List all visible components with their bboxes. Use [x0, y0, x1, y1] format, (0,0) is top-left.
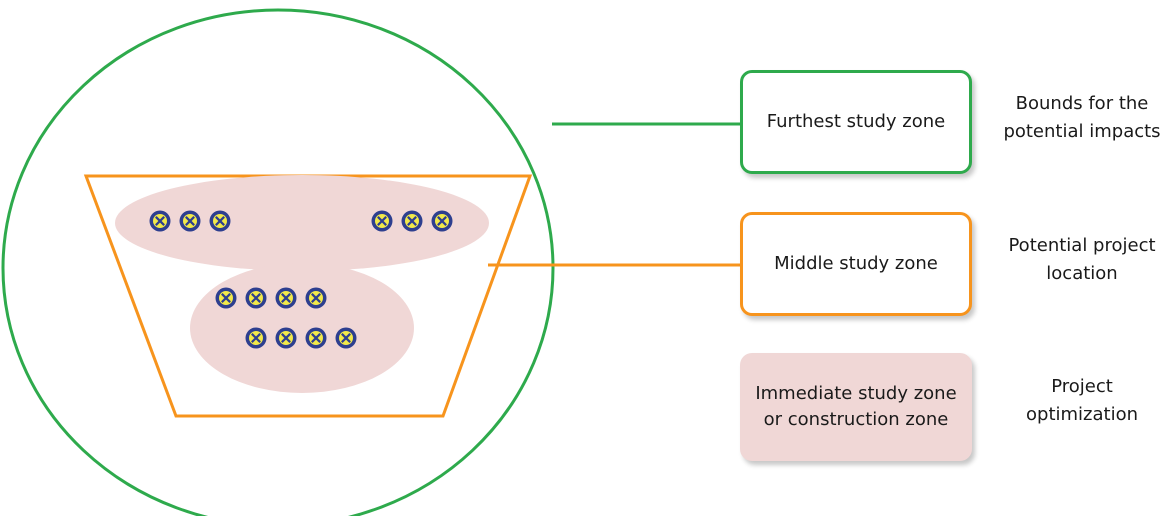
construction-marker [430, 209, 454, 233]
middle-zone-label-box: Middle study zone [740, 212, 972, 316]
construction-marker [304, 326, 328, 350]
construction-marker [208, 209, 232, 233]
construction-marker [304, 286, 328, 310]
middle-zone-label: Middle study zone [774, 252, 938, 274]
construction-marker [244, 326, 268, 350]
construction-marker [334, 326, 358, 350]
immediate-zone-upper-area [115, 175, 489, 271]
furthest-zone-label: Furthest study zone [766, 110, 946, 132]
middle-zone-trapezoid [83, 174, 533, 418]
immediate-zone-label: Immediate study zone or construction zon… [755, 382, 957, 430]
construction-marker [274, 286, 298, 310]
construction-marker [214, 286, 238, 310]
furthest-zone-label-box: Furthest study zone [740, 70, 972, 174]
construction-marker [370, 209, 394, 233]
furthest-zone-description: Bounds for the potential impacts [1003, 93, 1161, 142]
construction-marker [400, 209, 424, 233]
construction-marker [244, 286, 268, 310]
middle-zone-description: Potential project location [1008, 235, 1156, 284]
construction-marker [274, 326, 298, 350]
construction-marker [178, 209, 202, 233]
construction-marker [148, 209, 172, 233]
immediate-zone-lower-area [190, 263, 414, 393]
immediate-zone-label-box: Immediate study zone or construction zon… [740, 353, 972, 461]
furthest-zone-ellipse [1, 8, 555, 516]
immediate-zone-description: Project optimization [1026, 376, 1138, 425]
